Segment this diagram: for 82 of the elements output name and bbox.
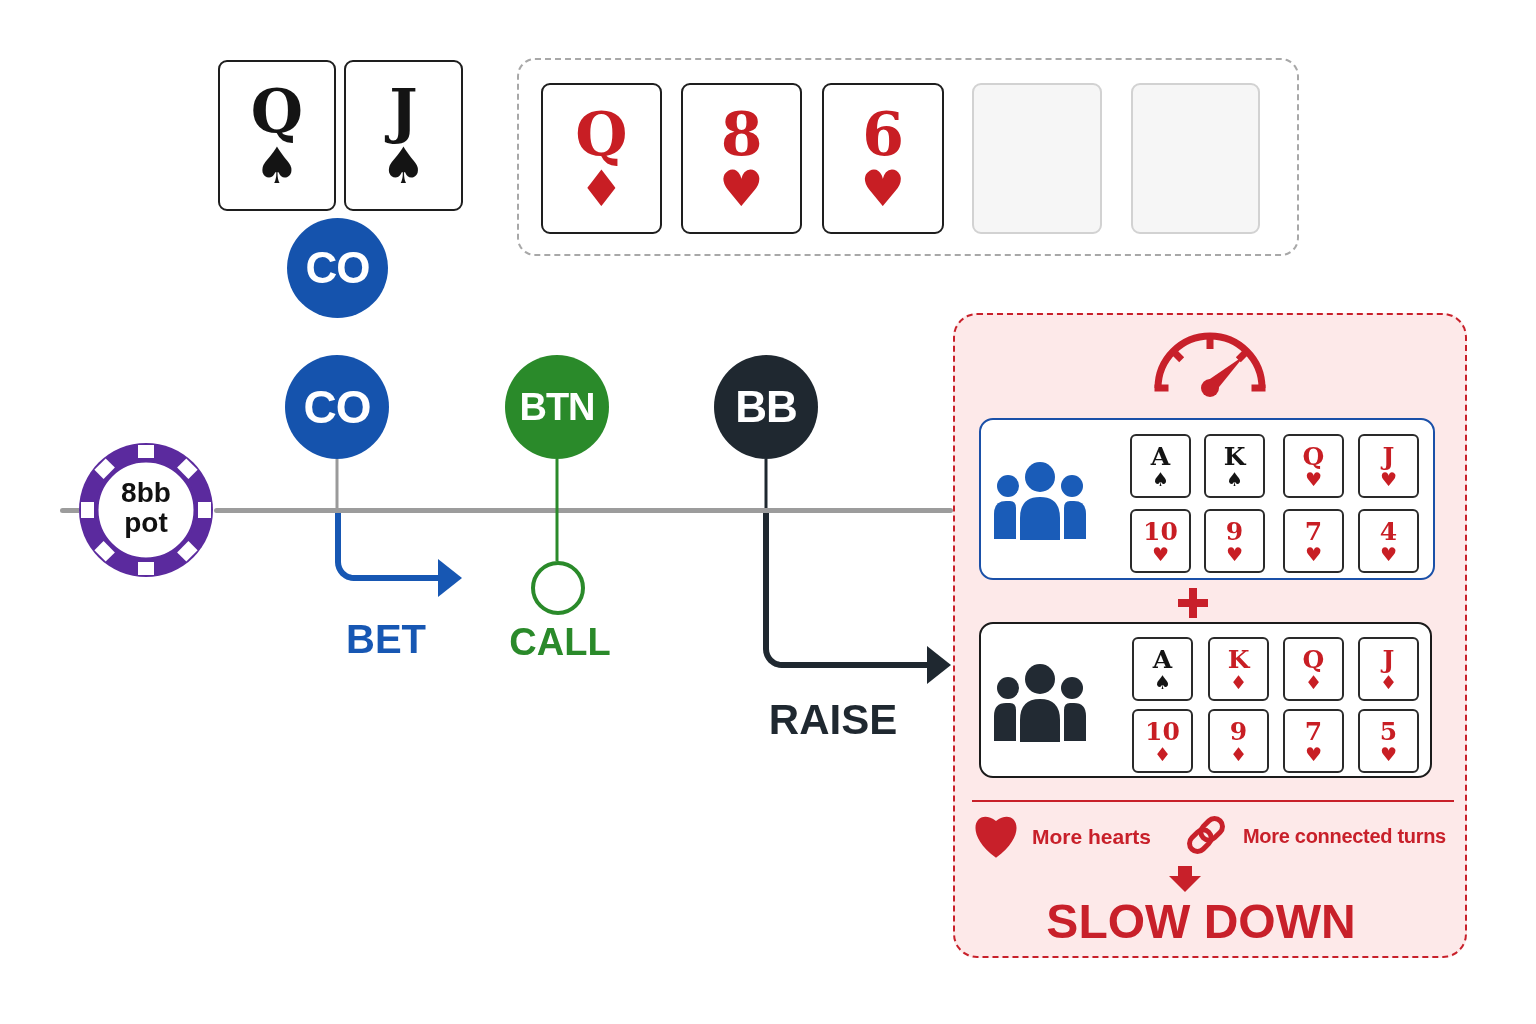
position-marker: CO — [285, 355, 389, 459]
playing-card — [1283, 509, 1344, 573]
playing-card — [1283, 434, 1344, 498]
playing-card — [822, 83, 944, 234]
playing-card — [541, 83, 662, 234]
empty-card-slot — [972, 83, 1102, 234]
playing-card — [218, 60, 336, 211]
suit-symbol: ♠ — [1151, 469, 1169, 488]
card-rank: 6 — [862, 103, 904, 164]
suit-symbol: ♦ — [1229, 672, 1247, 691]
suit-symbol: ♥ — [1151, 544, 1169, 563]
playing-card — [1358, 637, 1419, 701]
playing-card — [1283, 709, 1344, 773]
card-rank: 8 — [720, 103, 763, 164]
playing-card — [681, 83, 802, 234]
suit-symbol: ♠ — [1153, 672, 1171, 691]
playing-card — [1283, 637, 1344, 701]
card-rank: 5 — [1379, 718, 1398, 744]
card-rank: 9 — [1229, 718, 1248, 744]
playing-card — [1358, 709, 1419, 773]
suit-symbol: ♥ — [1304, 744, 1322, 763]
card-rank: J — [1382, 443, 1395, 469]
suit-symbol: ♥ — [1225, 544, 1243, 563]
position-marker: CO — [287, 218, 388, 318]
suit-symbol: ♦ — [1379, 672, 1397, 691]
suit-symbol: ♥ — [860, 165, 906, 214]
timeline-bar — [214, 508, 953, 513]
warning-panel — [953, 313, 1467, 958]
playing-card — [344, 60, 463, 211]
ring-marker — [531, 561, 585, 615]
empty-card-slot — [1131, 83, 1260, 234]
action-label: CALL — [508, 621, 612, 665]
card-rank: K — [1223, 443, 1246, 469]
position-marker: BB — [714, 355, 818, 459]
suit-symbol: ♥ — [719, 165, 764, 214]
connector-line — [555, 459, 559, 561]
card-rank: 7 — [1304, 718, 1323, 744]
tip-text: More hearts — [1032, 824, 1152, 850]
playing-card — [1132, 709, 1193, 773]
suit-symbol: ♥ — [1304, 469, 1322, 488]
board-frame — [517, 58, 1299, 256]
card-rank: Q — [1302, 646, 1325, 672]
connector-line — [764, 459, 768, 508]
verdict-text: SLOW DOWN — [1046, 894, 1356, 950]
playing-card — [1358, 434, 1419, 498]
playing-card — [1208, 637, 1269, 701]
card-rank: Q — [1302, 443, 1325, 469]
suit-symbol: ♥ — [1379, 544, 1397, 563]
suit-symbol: ♥ — [1379, 744, 1397, 763]
position-marker: BTN — [505, 355, 609, 459]
card-rank: 4 — [1379, 518, 1398, 544]
playing-card — [1208, 709, 1269, 773]
suit-symbol: ♦ — [1229, 744, 1247, 763]
card-rank: 7 — [1304, 518, 1323, 544]
suit-symbol: ♥ — [1304, 544, 1322, 563]
hand-range-panel — [979, 418, 1435, 580]
card-rank: 9 — [1225, 518, 1244, 544]
card-rank: A — [1150, 443, 1171, 469]
card-rank: Q — [250, 80, 304, 141]
suit-symbol: ♠ — [254, 142, 300, 191]
card-rank: Q — [575, 103, 628, 164]
suit-symbol: ♥ — [1379, 469, 1397, 488]
card-rank: 10 — [1145, 718, 1180, 744]
playing-card — [1204, 509, 1265, 573]
card-rank: J — [1382, 646, 1395, 672]
hand-range-panel — [979, 622, 1432, 778]
suit-symbol: ♦ — [579, 165, 624, 214]
suit-symbol: ♦ — [1153, 744, 1171, 763]
playing-card — [1130, 509, 1191, 573]
playing-card — [1204, 434, 1265, 498]
playing-card — [1130, 434, 1191, 498]
arrow — [763, 513, 951, 684]
connector-line — [335, 459, 339, 508]
playing-card — [1132, 637, 1193, 701]
playing-card — [1358, 509, 1419, 573]
card-rank: A — [1152, 646, 1173, 672]
arrow — [335, 513, 462, 597]
card-rank: K — [1227, 646, 1250, 672]
tip-text: More connected turns — [1243, 824, 1446, 848]
card-rank: 10 — [1143, 518, 1178, 544]
suit-symbol: ♦ — [1304, 672, 1322, 691]
suit-symbol: ♠ — [1225, 469, 1243, 488]
